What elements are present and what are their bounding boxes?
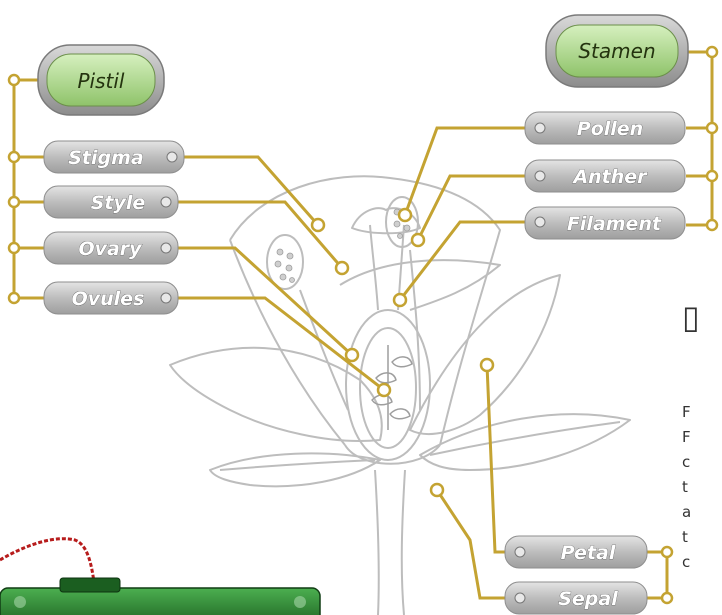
tag-petal: Petal xyxy=(505,536,647,568)
side-text-column: F F c t a t c xyxy=(682,400,722,575)
petal-label: Petal xyxy=(561,542,616,564)
cup-outline xyxy=(230,176,500,445)
side-text-line: a xyxy=(682,500,722,525)
tag-stigma: Stigma xyxy=(44,141,184,173)
side-text-line: t xyxy=(682,475,722,500)
sepal-label: Sepal xyxy=(558,588,618,610)
ovules-label: Ovules xyxy=(72,288,145,310)
stem-outline-left xyxy=(375,470,379,615)
ovary-label: Ovary xyxy=(78,238,143,260)
sepal-right-outline xyxy=(420,414,630,470)
style-label: Style xyxy=(91,192,146,214)
side-text-line: F xyxy=(682,425,722,450)
filament-label: Filament xyxy=(567,213,662,235)
tag-filament: Filament xyxy=(525,207,685,239)
pistil-title-badge: Pistil xyxy=(38,45,164,115)
petal-back-outline xyxy=(340,260,500,310)
side-text-line: c xyxy=(682,450,722,475)
tag-pollen: Pollen xyxy=(525,112,685,144)
tag-ovules: Ovules xyxy=(44,282,178,314)
leaf-vein-left xyxy=(220,460,375,470)
tag-anther: Anther xyxy=(525,160,685,192)
tag-style: Style xyxy=(44,186,178,218)
stamen-title-badge: Stamen xyxy=(546,15,688,87)
petal-right-outline xyxy=(410,275,560,434)
side-heading-glyph: ▯ xyxy=(682,305,722,336)
pollen-label: Pollen xyxy=(577,118,643,140)
stamen-title: Stamen xyxy=(578,39,655,63)
green-base-device xyxy=(0,539,320,615)
side-text-line: F xyxy=(682,400,722,425)
tag-ovary: Ovary xyxy=(44,232,178,264)
side-text-line: c xyxy=(682,550,722,575)
stem-outline-right xyxy=(402,470,405,615)
tag-sepal: Sepal xyxy=(505,582,647,614)
sepal-left-outline xyxy=(210,453,380,486)
anther-label: Anther xyxy=(571,166,648,188)
stigma-label: Stigma xyxy=(68,147,144,169)
pistil-title: Pistil xyxy=(78,69,125,93)
side-text-line: t xyxy=(682,525,722,550)
